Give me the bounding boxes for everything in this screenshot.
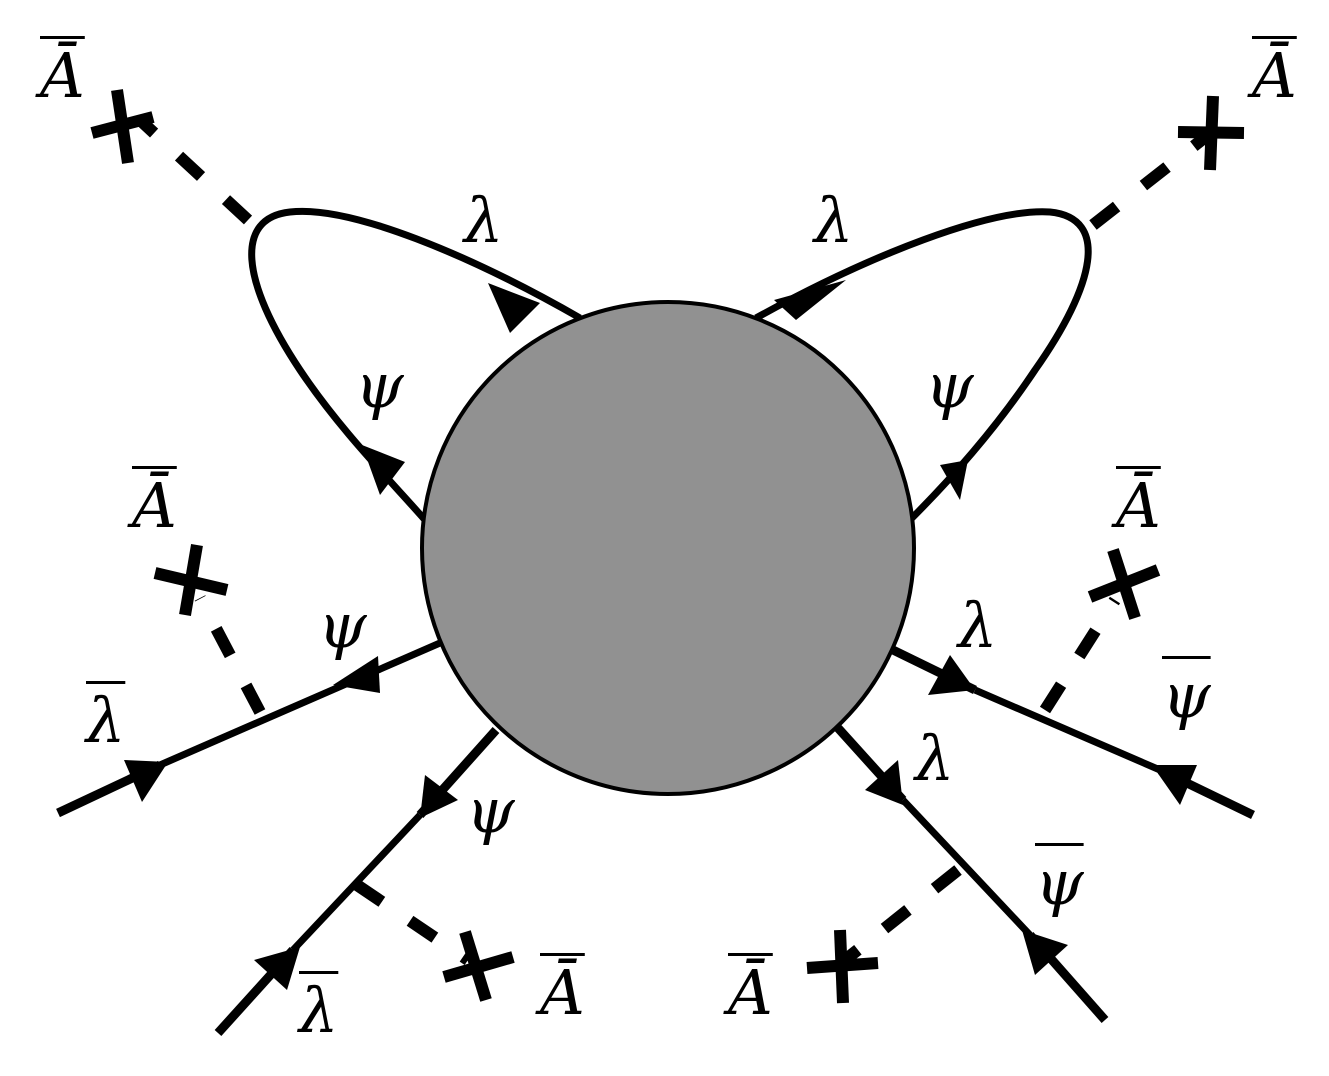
left-leg bbox=[56, 543, 442, 818]
arrow-icon bbox=[420, 775, 458, 818]
background-field-line bbox=[353, 880, 472, 965]
left-loop bbox=[90, 89, 582, 523]
label-A-bottom-left: Ā bbox=[540, 956, 585, 1029]
label-lambda-loop-right: λ bbox=[814, 184, 854, 257]
background-field-line bbox=[135, 115, 253, 225]
background-field-line bbox=[1039, 596, 1121, 714]
insertion-cross-icon bbox=[442, 930, 515, 1002]
arrow-icon bbox=[488, 283, 540, 333]
lower-left-leg bbox=[214, 727, 515, 1037]
label-lambda-loop-left: λ bbox=[464, 184, 504, 257]
arrow-icon bbox=[362, 445, 405, 495]
label-psi-lower-left-leg: ψ bbox=[466, 774, 515, 847]
label-psibar-right-leg: ψ bbox=[1162, 659, 1211, 732]
background-field-line bbox=[1089, 130, 1212, 230]
label-lambda-lower-right-leg: λ bbox=[915, 722, 955, 795]
label-lambda-right-leg: λ bbox=[958, 589, 998, 662]
right-leg bbox=[891, 548, 1255, 820]
arrow-icon bbox=[333, 656, 380, 693]
background-field-line bbox=[841, 865, 962, 965]
arrow-icon bbox=[124, 760, 168, 802]
insertion-cross-icon bbox=[1087, 548, 1161, 620]
insertion-cross-icon bbox=[153, 543, 229, 617]
arrow-icon bbox=[774, 280, 846, 320]
label-psi-loop-right: ψ bbox=[925, 349, 974, 422]
insertion-cross-icon bbox=[90, 89, 155, 164]
insertion-cross-icon bbox=[806, 929, 879, 1004]
label-A-bottom-right: Ā bbox=[728, 956, 773, 1029]
label-lambdabar-left-leg: λ bbox=[86, 684, 126, 757]
arrow-icon bbox=[865, 760, 903, 805]
arrow-icon bbox=[1152, 765, 1197, 805]
lower-right-leg bbox=[806, 724, 1109, 1023]
vertex-blob bbox=[420, 300, 916, 796]
label-A-top-right: Ā bbox=[1252, 39, 1297, 112]
background-field-line bbox=[194, 595, 266, 715]
label-lambdabar-lower-left-leg: λ bbox=[299, 974, 339, 1047]
label-psi-left-leg: ψ bbox=[318, 589, 367, 662]
arrow-icon bbox=[940, 460, 968, 500]
label-A-mid-right: Ā bbox=[1116, 469, 1161, 542]
right-loop bbox=[754, 95, 1245, 523]
insertion-cross-icon bbox=[1177, 95, 1245, 171]
arrow-icon bbox=[1022, 930, 1068, 975]
arrow-icon bbox=[928, 655, 975, 695]
label-psi-loop-left: ψ bbox=[355, 349, 404, 422]
arrow-icon bbox=[254, 947, 300, 990]
label-psibar-lower-right-leg: ψ bbox=[1035, 846, 1084, 919]
label-A-top-left: Ā bbox=[40, 39, 85, 112]
label-A-mid-left: Ā bbox=[132, 469, 177, 542]
